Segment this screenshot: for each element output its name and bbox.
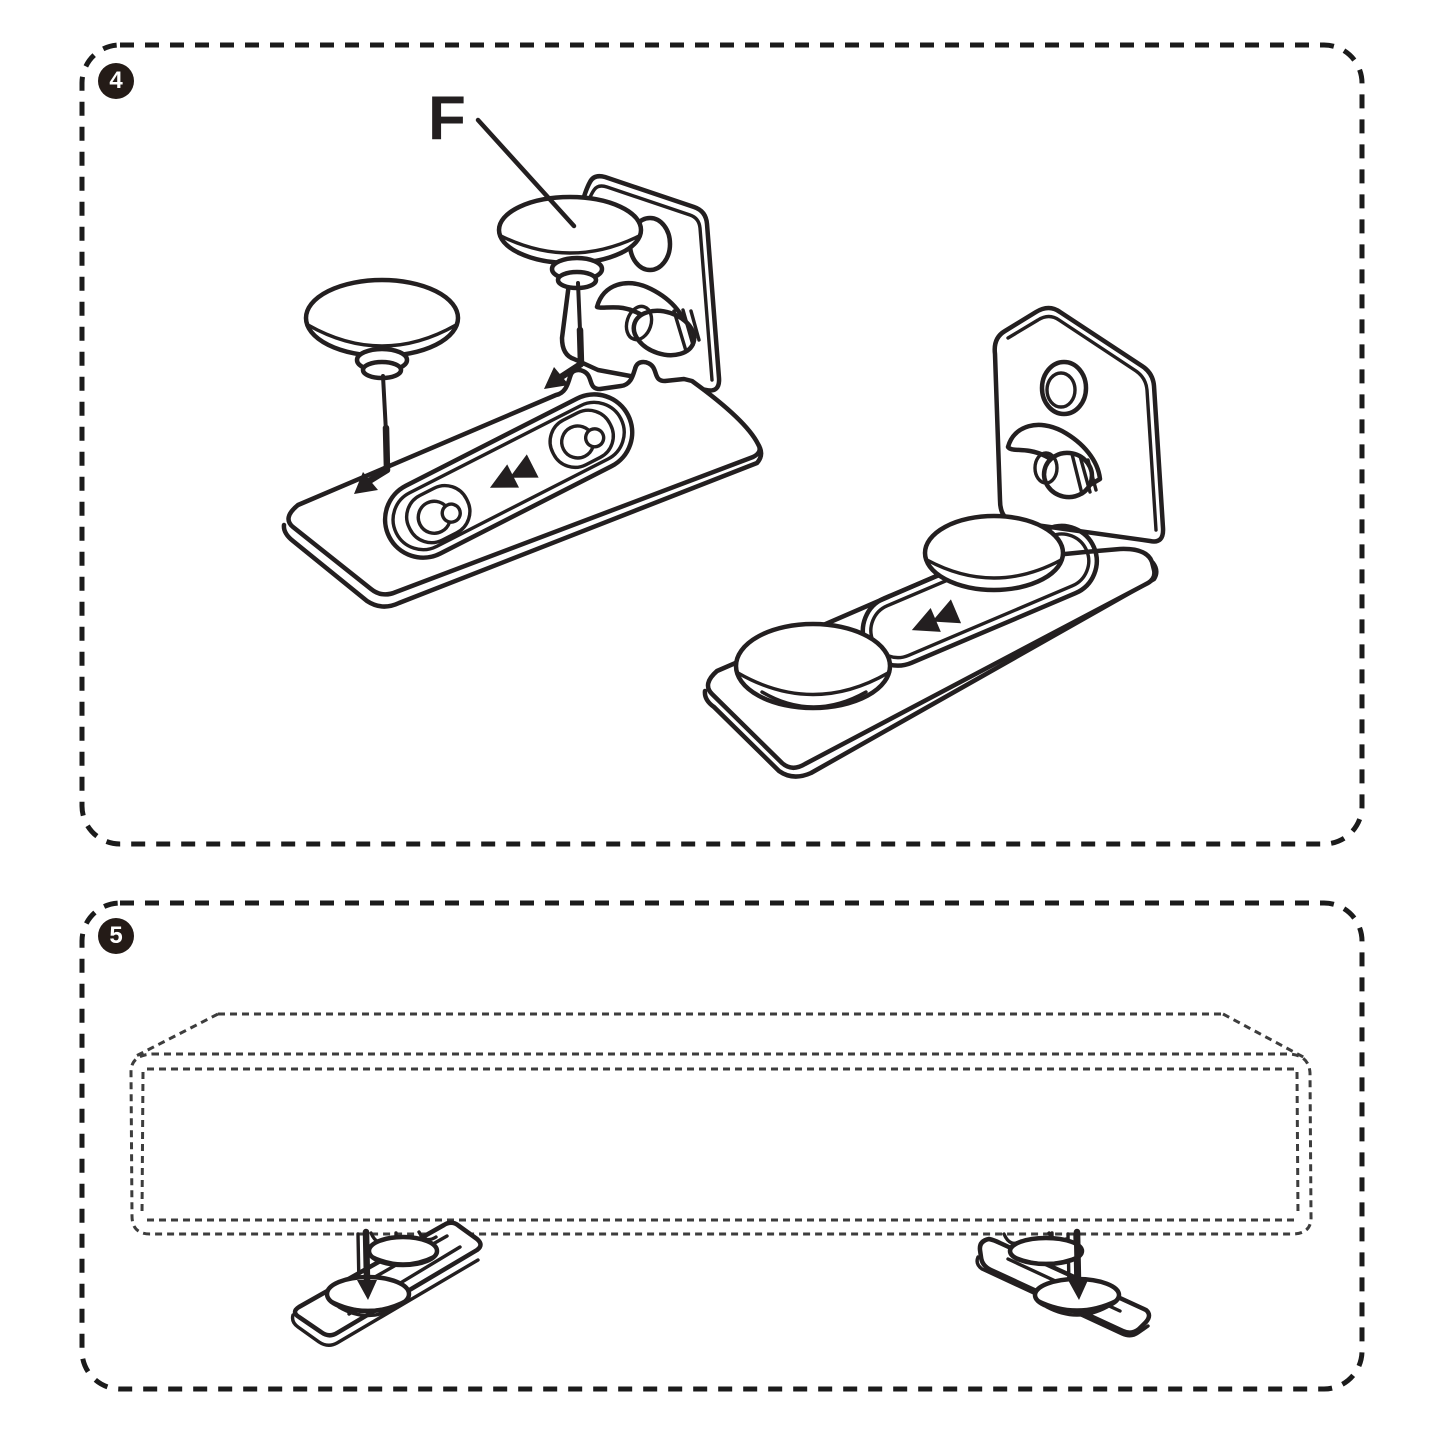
- mounted-bracket-left: [290, 1220, 483, 1347]
- base-slot: [382, 392, 635, 560]
- pad-cap-rim: [306, 323, 458, 348]
- insert-arrow-head: [354, 472, 378, 494]
- soundbar-outline: [129, 1012, 1313, 1236]
- insert-arrow-head: [357, 1280, 377, 1300]
- step-5-badge: 5: [98, 918, 134, 954]
- insert-arrow: [1073, 1228, 1082, 1284]
- bracket-upright-edge: [1006, 314, 1158, 532]
- part-f-leader-line: [475, 117, 577, 229]
- pad-installed-rear: [922, 513, 1066, 593]
- slot-inner: [391, 400, 626, 552]
- step-4-number: 4: [109, 67, 123, 94]
- pad-cap-rim: [499, 234, 641, 255]
- keyhole-pocket-near: [404, 483, 472, 545]
- bracket-upright: [992, 305, 1166, 544]
- screw-shaft: [1033, 451, 1059, 485]
- pad-rear-rim: [369, 1254, 437, 1266]
- step-4-panel-border: [79, 42, 1365, 847]
- pad-front-rim: [1035, 1298, 1119, 1317]
- soundbar-left-inner-edge: [140, 1071, 145, 1217]
- pad-cap-rim: [736, 671, 890, 697]
- keyhole-near-tail: [440, 502, 462, 524]
- bracket-exploded: [281, 117, 764, 609]
- mounted-bracket-right: [975, 1228, 1152, 1338]
- pad-base-rim: [760, 690, 868, 709]
- insert-arrow-head: [1068, 1280, 1088, 1300]
- base-plate-thickness: [290, 1258, 480, 1347]
- wall-screw-hole-chamfer: [1045, 371, 1077, 409]
- insert-arrow-head: [544, 367, 569, 389]
- slide-direction-icon: [489, 454, 539, 488]
- slide-direction-icon: [911, 599, 962, 632]
- base-plate: [286, 359, 762, 597]
- pad-rear-rim: [1010, 1254, 1082, 1266]
- pad-pin: [576, 281, 582, 332]
- step-4-badge: 4: [98, 63, 134, 99]
- pad-pin: [381, 374, 388, 434]
- base-plate-thickness: [975, 1255, 1150, 1338]
- pad-f-left: [303, 277, 461, 494]
- step-5-number: 5: [109, 922, 123, 949]
- step-5-panel-border: [79, 900, 1365, 1392]
- keyhole-pocket-far: [548, 408, 615, 470]
- soundbar-front-face: [129, 1052, 1313, 1236]
- pad-installed-front: [733, 621, 893, 711]
- soundbar-top-left-edge: [135, 1012, 219, 1058]
- knob-knurling: [672, 308, 701, 353]
- slot-outer: [382, 392, 635, 560]
- pad-cap-rim: [925, 558, 1063, 580]
- soundbar-right-inner-edge: [1295, 1071, 1300, 1217]
- keyhole-far-tail: [583, 427, 606, 449]
- screw-shaft: [624, 304, 654, 342]
- wall-screw-hole: [1039, 359, 1089, 417]
- part-f-label: F: [428, 84, 466, 153]
- insert-arrow: [554, 326, 585, 383]
- pad-f-top: [496, 194, 644, 389]
- base-plate-thickness: [281, 443, 764, 609]
- insert-arrow: [362, 1228, 371, 1284]
- bracket-assembled: [702, 305, 1166, 779]
- soundbar-top-right-edge: [1222, 1012, 1308, 1061]
- step-4-panel: [79, 42, 1365, 847]
- pad-front-rim: [327, 1298, 409, 1318]
- knob-knurling: [1070, 452, 1098, 496]
- insert-arrow: [362, 424, 391, 487]
- step-5-panel: [79, 900, 1365, 1392]
